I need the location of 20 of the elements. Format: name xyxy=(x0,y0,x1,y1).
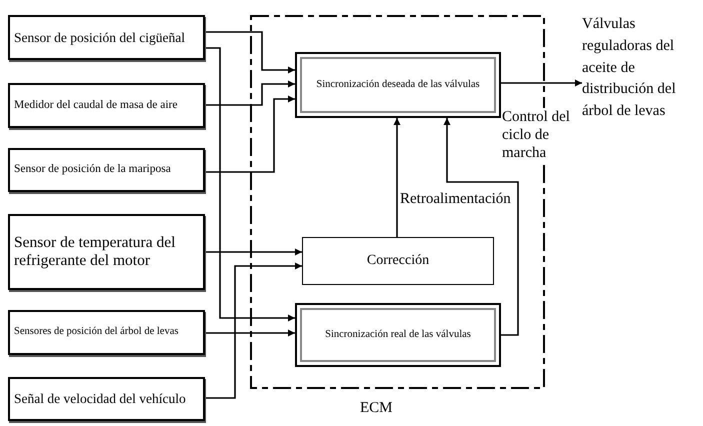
arrow xyxy=(205,330,295,336)
process-box: Sincronización real de las válvulas xyxy=(295,303,501,367)
arrow xyxy=(205,262,302,399)
sensor-box: Sensor de posición de la mariposa xyxy=(8,148,205,192)
arrow xyxy=(394,118,400,237)
sensor-box: Medidor del caudal de masa de aire xyxy=(8,83,205,128)
process-box: Corrección xyxy=(302,237,494,285)
sensor-box: Señal de velocidad del vehículo xyxy=(8,377,205,421)
arrow xyxy=(444,118,519,336)
sensor-box: Sensor de temperatura del refrigerante del motor xyxy=(8,214,205,290)
sensor-box: Sensores de posición del árbol de levas xyxy=(8,310,205,355)
arrow xyxy=(205,248,302,256)
arrow xyxy=(205,47,295,322)
sensor-box: Sensor de posición del cigüeñal xyxy=(8,15,205,60)
output-text: Válvulas reguladoras del aceite de distribución del árbol de levas xyxy=(582,14,700,224)
process-box: Sincronización deseada de las válvulas xyxy=(295,52,501,118)
arrow xyxy=(205,96,295,173)
arrow xyxy=(205,31,295,74)
arrow xyxy=(501,80,582,86)
arrow xyxy=(205,80,295,106)
